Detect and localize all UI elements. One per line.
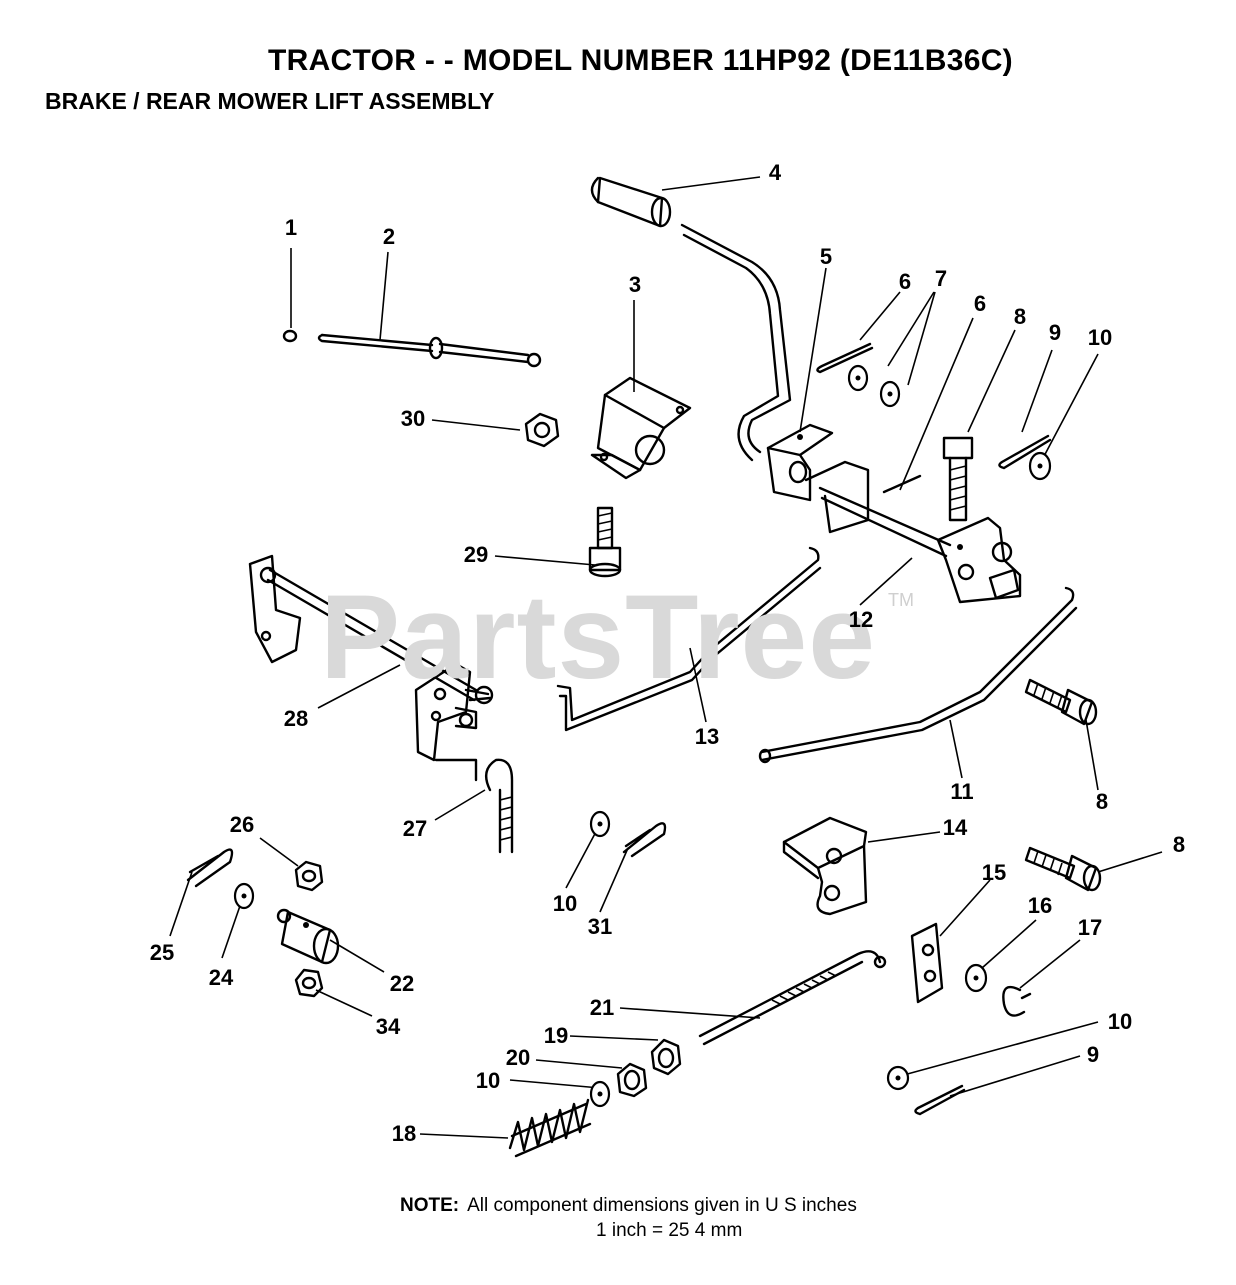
part-8-bolt-top <box>942 436 974 522</box>
part-10-washer-middle <box>589 810 611 838</box>
callout-1: 1 <box>284 215 298 240</box>
callout-31: 31 <box>587 914 613 939</box>
watermark-trademark: TM <box>888 590 914 610</box>
part-24-washer <box>233 882 255 910</box>
part-13-rod <box>556 546 822 732</box>
callout-28: 28 <box>283 706 309 731</box>
callout-3: 3 <box>628 272 642 297</box>
callout-9-second: 9 <box>1086 1042 1100 1067</box>
part-9-cotter-pin-top <box>998 434 1052 470</box>
part-15-plate <box>910 922 944 1004</box>
callout-14: 14 <box>942 815 968 840</box>
dimension-note: NOTE: All component dimensions given in U… <box>400 1195 857 1217</box>
page-subtitle: BRAKE / REAR MOWER LIFT ASSEMBLY <box>45 88 495 114</box>
callout-34: 34 <box>375 1014 401 1039</box>
part-17-clip <box>1002 985 1032 1017</box>
part-30-nut <box>524 412 560 448</box>
callout-20: 20 <box>505 1045 531 1070</box>
part-14-bracket <box>782 816 868 916</box>
part-21-rod <box>698 950 887 1046</box>
part-22-ferrule <box>276 908 340 965</box>
callout-26: 26 <box>229 812 255 837</box>
part-26-nut <box>294 860 324 892</box>
part-7-washers <box>847 364 901 408</box>
callout-18: 18 <box>391 1121 417 1146</box>
part-34-nut <box>294 968 324 998</box>
part-3-bracket <box>590 376 692 480</box>
callout-21: 21 <box>589 995 615 1020</box>
part-9-cotter-pin-right <box>914 1084 966 1116</box>
part-19-nut <box>650 1038 682 1076</box>
callout-13: 13 <box>694 724 720 749</box>
part-6-cotter-pin <box>816 342 874 374</box>
callout-10: 10 <box>1087 325 1113 350</box>
callout-10-third: 10 <box>1107 1009 1133 1034</box>
part-12-cross-shaft <box>804 460 1022 604</box>
callout-9: 9 <box>1048 320 1062 345</box>
part-10-washer-right <box>886 1065 910 1091</box>
callout-8-second: 8 <box>1095 789 1109 814</box>
page-title: TRACTOR - - MODEL NUMBER 11HP92 (DE11B36… <box>268 44 1013 77</box>
callout-10-second: 10 <box>552 891 578 916</box>
callout-24: 24 <box>208 965 234 990</box>
part-5-lever <box>680 223 834 502</box>
callout-6: 6 <box>898 269 912 294</box>
unit-conversion: 1 inch = 25 4 mm <box>596 1220 743 1241</box>
part-29-bolt <box>588 506 622 578</box>
part-1-ring <box>282 329 298 343</box>
part-18-spring <box>508 1098 592 1158</box>
leader-lines <box>169 176 1163 1139</box>
part-25-hair-pin <box>186 848 234 888</box>
callout-8-third: 8 <box>1172 832 1186 857</box>
callout-7: 7 <box>934 266 948 291</box>
part-28-shaft <box>248 554 494 782</box>
callout-10-fourth: 10 <box>475 1068 501 1093</box>
callout-12: 12 <box>848 607 874 632</box>
callout-27: 27 <box>402 816 428 841</box>
callout-29: 29 <box>463 542 489 567</box>
part-20-nut <box>616 1062 648 1098</box>
callout-11: 11 <box>950 779 974 804</box>
part-31-hair-pin <box>622 822 667 858</box>
callout-30: 30 <box>400 406 426 431</box>
part-4-grip <box>590 176 672 228</box>
note-label: NOTE: <box>400 1195 460 1216</box>
callout-6-second: 6 <box>973 291 987 316</box>
note-text: All component dimensions given in U S in… <box>467 1195 857 1216</box>
part-11-rod <box>758 586 1078 764</box>
callout-15: 15 <box>981 860 1007 885</box>
callout-16: 16 <box>1027 893 1053 918</box>
callout-25: 25 <box>149 940 175 965</box>
part-8-bolt-lower <box>1024 846 1102 892</box>
callout-8: 8 <box>1013 304 1027 329</box>
callout-4: 4 <box>768 160 782 185</box>
callout-5: 5 <box>819 244 833 269</box>
callout-17: 17 <box>1077 915 1103 940</box>
part-10-washer-top <box>1028 451 1052 481</box>
watermark: PartsTree <box>320 570 877 704</box>
part-27-j-bolt <box>484 758 514 854</box>
callout-2: 2 <box>382 224 396 249</box>
callout-22: 22 <box>389 971 415 996</box>
callout-19: 19 <box>543 1023 569 1048</box>
part-10-washer-lower <box>589 1080 611 1108</box>
part-16-washer <box>964 963 988 993</box>
part-8-bolt-middle <box>1024 678 1098 726</box>
part-2-pin <box>317 333 542 368</box>
